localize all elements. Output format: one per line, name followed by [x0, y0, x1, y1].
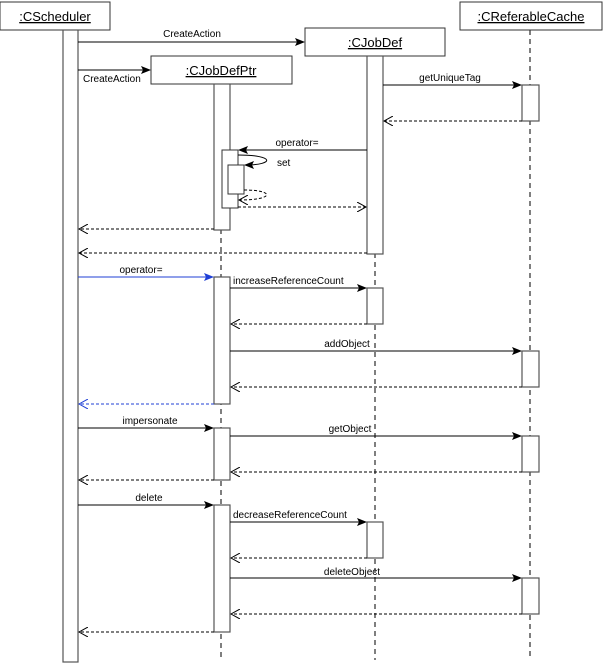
message-label: operator= — [275, 138, 318, 149]
participant-label: :CReferableCache — [478, 9, 585, 24]
message-deleteobject[interactable]: deleteObject — [230, 567, 522, 582]
activation-cjobdef-2 — [366, 287, 384, 325]
message-label: CreateAction — [163, 29, 221, 40]
message-createaction-cjobdefptr[interactable]: CreateAction — [78, 66, 151, 85]
message-label: decreaseReferenceCount — [233, 510, 347, 521]
message-operator-assign-1[interactable]: operator= — [238, 138, 367, 154]
participant-creferablecache[interactable]: :CReferableCache — [459, 1, 603, 31]
message-set-return[interactable] — [239, 189, 268, 200]
message-delete[interactable]: delete — [78, 493, 214, 509]
message-getuniquetag[interactable]: getUniqueTag — [383, 73, 522, 89]
activation-cjobdef-3 — [366, 521, 384, 559]
message-label: set — [277, 158, 291, 169]
activation-cache-3 — [521, 435, 540, 473]
activation-cjobdefptr-set — [227, 164, 245, 195]
participant-label: :CJobDefPtr — [186, 63, 257, 78]
activation-cjobdef-1 — [366, 55, 384, 255]
message-label: delete — [135, 493, 163, 504]
message-label: addObject — [324, 339, 370, 350]
activation-cache-1 — [521, 84, 540, 122]
activation-cjobdefptr-4 — [213, 504, 231, 633]
message-createaction-cjobdef[interactable]: CreateAction — [78, 29, 305, 46]
message-label: CreateAction — [83, 74, 141, 85]
activation-cscheduler — [62, 29, 79, 663]
participant-cjobdef[interactable]: :CJobDef — [304, 27, 446, 57]
message-addobject[interactable]: addObject — [230, 339, 522, 355]
activation-cache-2 — [521, 350, 540, 388]
message-label: impersonate — [122, 416, 177, 427]
message-label: operator= — [119, 265, 162, 276]
activation-cache-4 — [521, 577, 540, 615]
participant-label: :CScheduler — [19, 9, 91, 24]
message-operator-assign-2[interactable]: operator= — [78, 265, 214, 281]
message-impersonate[interactable]: impersonate — [78, 416, 214, 432]
message-label: deleteObject — [324, 567, 380, 578]
message-decreasereferencecount[interactable]: decreaseReferenceCount — [230, 510, 367, 526]
participant-cjobdefptr[interactable]: :CJobDefPtr — [150, 55, 293, 85]
message-set[interactable]: set — [237, 154, 291, 169]
message-label: getUniqueTag — [419, 73, 481, 84]
participant-cscheduler[interactable]: :CScheduler — [0, 1, 111, 31]
message-label: increaseReferenceCount — [233, 276, 344, 287]
message-getobject[interactable]: getObject — [230, 424, 522, 440]
activation-cjobdefptr-2 — [213, 276, 231, 405]
message-increasereferencecount[interactable]: increaseReferenceCount — [230, 276, 367, 292]
participant-label: :CJobDef — [348, 35, 403, 50]
activation-cjobdefptr-3 — [213, 427, 231, 481]
message-label: getObject — [329, 424, 372, 435]
